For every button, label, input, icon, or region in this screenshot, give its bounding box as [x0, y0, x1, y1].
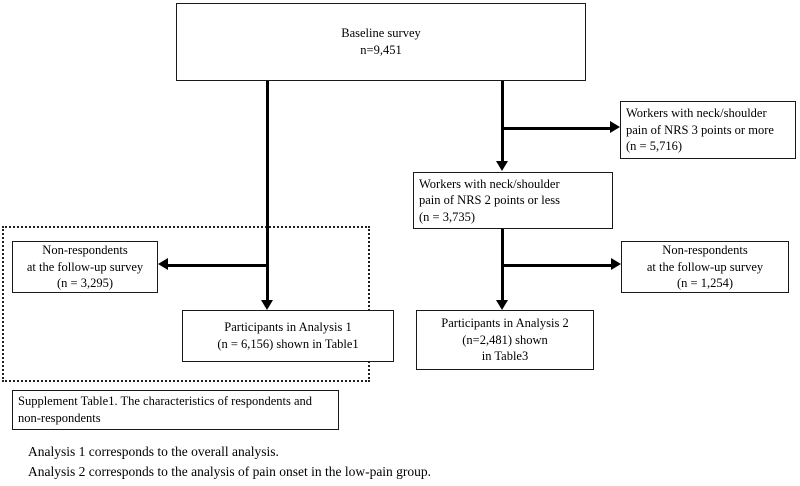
workers-nrs3-or-more-box: Workers with neck/shoulder pain of NRS 3…: [620, 101, 796, 159]
nonresp-right-line-3: (n = 1,254): [677, 276, 733, 291]
nrs2-line-2: pain of NRS 2 points or less: [419, 193, 560, 208]
nonresp-right-line-2: at the follow-up survey: [646, 259, 764, 274]
nonresp-left-line-2: at the follow-up survey: [26, 259, 144, 274]
participants-analysis-2-box: Participants in Analysis 2 (n=2,481) sho…: [416, 310, 594, 370]
arrowhead-analysis2: [496, 300, 508, 310]
nrs2-line-3: (n = 3,735): [419, 209, 475, 224]
nrs3-line-1: Workers with neck/shoulder: [626, 106, 767, 121]
nrs3-line-2: pain of NRS 3 points or more: [626, 122, 774, 137]
non-respondents-analysis1-box: Non-respondents at the follow-up survey …: [12, 241, 158, 293]
arrowhead-nrs3: [610, 121, 620, 133]
supplement-table-note-box: Supplement Table1. The characteristics o…: [12, 390, 339, 430]
caption-line-1: Analysis 1 corresponds to the overall an…: [28, 444, 279, 459]
analysis1-line-2: (n = 6,156) shown in Table1: [217, 337, 359, 351]
caption-line-2: Analysis 2 corresponds to the analysis o…: [28, 464, 432, 479]
nonresp-left-line-3: (n = 3,295): [57, 276, 113, 291]
analysis2-line-3: in Table3: [481, 349, 529, 364]
analysis2-line-1: Participants in Analysis 2: [441, 316, 569, 331]
supplement-line-1: Supplement Table1. The characteristics o…: [18, 394, 313, 409]
baseline-survey-box: Baseline survey n=9,451: [176, 3, 586, 81]
nrs2-line-1: Workers with neck/shoulder: [419, 176, 560, 191]
nonresp-right-line-1: Non-respondents: [662, 243, 748, 258]
arrowhead-nrs2: [496, 161, 508, 171]
baseline-survey-line-1: Baseline survey: [341, 26, 421, 41]
connector-baseline-to-analysis1: [266, 81, 269, 303]
arrowhead-nonrespondents-left: [158, 258, 168, 270]
supplement-line-2: non-respondents: [18, 411, 101, 425]
workers-nrs2-or-less-box: Workers with neck/shoulder pain of NRS 2…: [413, 172, 613, 229]
connector-analysis1-to-nonrespondents: [167, 264, 268, 267]
connector-baseline-to-nrs2: [501, 81, 504, 163]
connector-analysis2-to-nonrespondents: [501, 264, 612, 267]
nrs3-line-3: (n = 5,716): [626, 139, 682, 154]
arrowhead-nonrespondents-right: [611, 258, 621, 270]
analysis1-dotted-group-region: [2, 226, 370, 382]
baseline-survey-line-2: n=9,451: [360, 43, 402, 57]
analysis1-line-1: Participants in Analysis 1: [224, 320, 352, 335]
connector-baseline-to-nrs3: [501, 127, 611, 130]
analysis2-line-2: (n=2,481) shown: [462, 332, 548, 347]
non-respondents-analysis2-box: Non-respondents at the follow-up survey …: [621, 241, 789, 293]
arrowhead-analysis1: [261, 300, 273, 310]
nonresp-left-line-1: Non-respondents: [42, 243, 128, 258]
participants-analysis-1-box: Participants in Analysis 1 (n = 6,156) s…: [182, 310, 394, 362]
